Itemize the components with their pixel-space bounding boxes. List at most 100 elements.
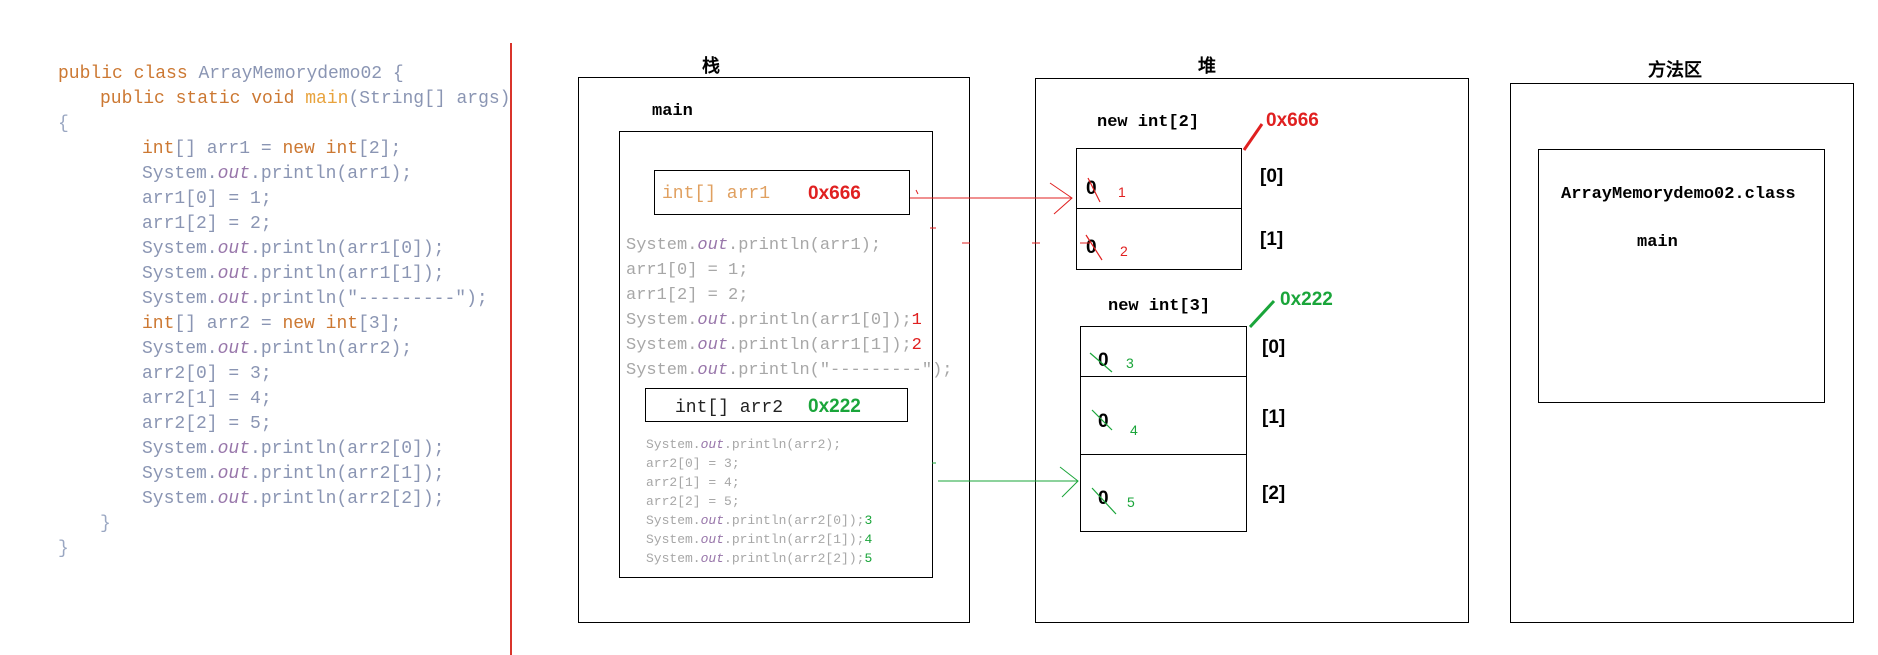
code-text: .println(arr2); — [724, 437, 842, 452]
code-line: arr2[2] = 5; — [142, 414, 272, 434]
code-text: .println(arr1); — [728, 236, 882, 255]
code-line: public class ArrayMemorydemo02 { — [58, 62, 404, 87]
code-line: arr1[2] = 2; — [142, 214, 272, 234]
code-text: .println("---------"); — [728, 361, 953, 380]
code-line: int[] arr2 = new int[3]; — [142, 312, 401, 337]
code-line: arr1[0] = 1; — [142, 189, 272, 209]
code-line: arr2[0] = 3; — [142, 364, 272, 384]
out-field: out — [697, 311, 729, 330]
output-value: 1 — [911, 311, 922, 330]
arr1-object-label: new int[2] — [1097, 113, 1200, 132]
main-frame-label: main — [652, 102, 693, 121]
code-text: System. — [142, 439, 218, 459]
arr2-cell-0-old: 0 — [1098, 350, 1109, 371]
output-value: 3 — [864, 513, 873, 528]
arr1-decl: int[] arr1 — [662, 184, 771, 204]
method-name: main — [305, 89, 349, 109]
keyword: new — [282, 139, 326, 159]
code-line: System.out.println(arr1); — [142, 162, 412, 187]
code-text: System. — [626, 336, 698, 355]
code-text: .println(arr2[2]); — [724, 551, 865, 566]
code-text: .println(arr1[0]); — [250, 239, 445, 259]
output-value: 4 — [864, 532, 873, 547]
code-text: System. — [646, 551, 701, 566]
code-line: } — [100, 514, 111, 534]
out-field: out — [217, 239, 251, 259]
stack-code-line: arr1[0] = 1; — [626, 261, 749, 280]
out-field: out — [217, 289, 251, 309]
code-text: .println(arr1[1]); — [728, 336, 912, 355]
cell-divider — [1076, 208, 1242, 209]
out-field: out — [700, 437, 725, 452]
arr1-object-address: 0x666 — [1266, 110, 1319, 131]
class-name: ArrayMemorydemo02 { — [198, 64, 404, 84]
arr1-index-1: [1] — [1260, 229, 1284, 250]
arr2-object-label: new int[3] — [1108, 297, 1211, 316]
out-field: out — [217, 264, 251, 284]
stack-code-line: arr2[1] = 4; — [646, 475, 740, 490]
out-field: out — [700, 532, 725, 547]
arr1-cell-0-old: 0 — [1086, 178, 1097, 199]
code-line: public static void main(String[] args) — [100, 87, 510, 112]
arr2-cell-1-new: 4 — [1130, 422, 1138, 438]
code-line: } — [58, 539, 69, 559]
type: int — [325, 139, 359, 159]
stack-code-line: System.out.println(arr2); — [646, 437, 841, 452]
class-name: ArrayMemorydemo02.class — [1561, 185, 1796, 204]
arr1-object — [1076, 148, 1242, 270]
code-text: System. — [142, 489, 218, 509]
code-text: System. — [646, 513, 701, 528]
method-area-title: 方法区 — [1648, 60, 1702, 81]
arr2-cell-2-old: 0 — [1098, 488, 1109, 509]
divider — [510, 43, 512, 655]
code-line: System.out.println(arr2[1]); — [142, 462, 444, 487]
arr2-cell-2-new: 5 — [1127, 494, 1135, 510]
heap-region — [1035, 78, 1469, 623]
stack-code-line: System.out.println(arr2[2]);5 — [646, 551, 872, 566]
type: int — [142, 314, 175, 334]
arr1-cell-0-new: 1 — [1118, 184, 1126, 200]
arr1-cell-1-new: 2 — [1120, 243, 1128, 259]
out-field: out — [217, 464, 251, 484]
code-text: System. — [626, 361, 698, 380]
code-text: .println(arr2[0]); — [250, 439, 445, 459]
code-line: { — [58, 114, 69, 134]
keyword: new — [282, 314, 326, 334]
code-text: .println(arr2[1]); — [250, 464, 445, 484]
stack-code-line: arr2[0] = 3; — [646, 456, 740, 471]
cell-divider — [1080, 454, 1247, 455]
arr2-index-1: [1] — [1262, 407, 1286, 428]
code-text: System. — [142, 339, 218, 359]
out-field: out — [697, 236, 729, 255]
code-line: int[] arr1 = new int[2]; — [142, 137, 401, 162]
stack-code-line: System.out.println(arr2[0]);3 — [646, 513, 872, 528]
method-area-region — [1510, 83, 1854, 623]
arr2-cell-1-old: 0 — [1098, 411, 1109, 432]
stack-code-line: System.out.println(arr1[1]);2 — [626, 336, 922, 355]
arr2-index-2: [2] — [1262, 483, 1286, 504]
output-value: 5 — [864, 551, 873, 566]
code-line: System.out.println(arr1[1]); — [142, 262, 444, 287]
out-field: out — [217, 339, 251, 359]
code-text: System. — [626, 311, 698, 330]
stack-code-line: arr2[2] = 5; — [646, 494, 740, 509]
code-line: System.out.println(arr2); — [142, 337, 412, 362]
code-text: System. — [646, 437, 701, 452]
arr1-address: 0x666 — [808, 183, 861, 204]
arr1-variable — [654, 170, 910, 215]
code-line: System.out.println(arr2[0]); — [142, 437, 444, 462]
code-text: System. — [142, 264, 218, 284]
code-text: System. — [142, 464, 218, 484]
out-field: out — [700, 513, 725, 528]
type: int — [325, 314, 359, 334]
out-field: out — [217, 439, 251, 459]
arr2-index-0: [0] — [1262, 337, 1286, 358]
keyword: public static void — [100, 89, 306, 109]
code-text: [] arr1 = — [174, 139, 283, 159]
code-text: System. — [626, 236, 698, 255]
code-text: .println(arr1[0]); — [728, 311, 912, 330]
code-line: arr2[1] = 4; — [142, 389, 272, 409]
out-field: out — [697, 336, 729, 355]
stack-region — [578, 77, 970, 623]
code-text: System. — [142, 289, 218, 309]
